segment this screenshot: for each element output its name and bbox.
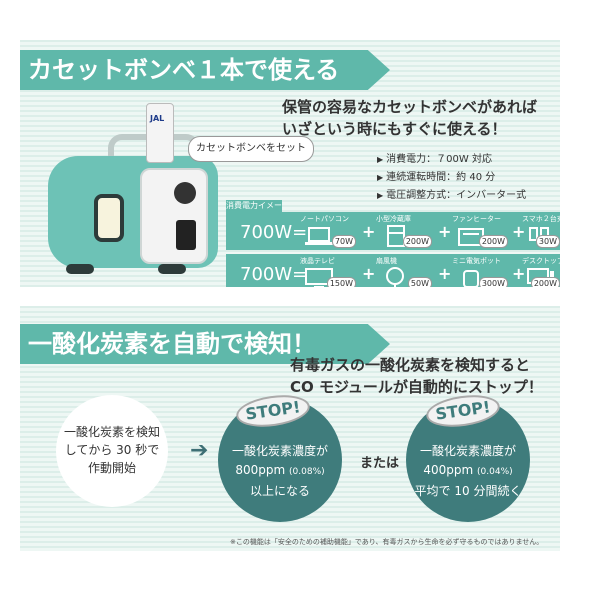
cond1-ppm: 800ppm xyxy=(235,463,286,477)
device-name: 扇風機 xyxy=(376,257,397,265)
fan-icon xyxy=(386,267,404,287)
consumption-row: 700W= ノートパソコン 70W + 小型冷蔵庫 200W + ファンヒーター… xyxy=(226,212,560,250)
row-total: 700W= xyxy=(240,264,308,285)
spec-text: 電圧調整方式：インバーター式 xyxy=(386,190,527,201)
plus-icon: + xyxy=(438,264,452,283)
device-name: スマホ２台充電 xyxy=(522,215,560,223)
footnote: ※この機能は「安全のための補助機能」であり、有毒ガスから生命を必ず守るものではあ… xyxy=(230,538,544,546)
device-name: 液晶テレビ xyxy=(300,257,335,265)
or-text: または xyxy=(360,456,400,471)
triangle-bullet-icon: ▶ xyxy=(377,155,384,164)
cond2-line-2: 400ppm (0.04%) xyxy=(406,461,530,482)
row-total: 700W= xyxy=(240,222,308,243)
start-line-2: してから 30 秒で xyxy=(64,443,160,457)
device-name: 小型冷蔵庫 xyxy=(376,215,411,223)
plus-icon: + xyxy=(512,222,526,241)
kettle-icon xyxy=(463,270,479,287)
cond1-line-1: 一酸化炭素濃度が xyxy=(231,444,328,458)
arrow-right-icon: ➔ xyxy=(190,438,209,463)
plus-icon: + xyxy=(362,222,376,241)
device-fan: 扇風機 50W xyxy=(376,256,432,287)
cond1-line-3: 以上になる xyxy=(249,484,310,498)
spec-item: ▶電圧調整方式：インバーター式 xyxy=(377,186,526,201)
cassette-banner: カセットボンベ１本で使える xyxy=(20,50,390,90)
spec-item: ▶消費電力：７00W 対応 xyxy=(377,150,492,165)
start-line-3: 作動開始 xyxy=(87,461,136,475)
triangle-bullet-icon: ▶ xyxy=(377,191,384,200)
device-watt: 200W xyxy=(478,235,508,248)
device-watt: 150W xyxy=(326,277,356,287)
device-laptop: ノートパソコン 70W xyxy=(300,214,356,250)
plus-icon: + xyxy=(362,264,376,283)
plus-icon: + xyxy=(512,264,526,283)
callout-bubble: カセットボンベをセット xyxy=(188,136,314,162)
device-watt: 200W xyxy=(530,277,560,287)
cond2-line-3: 平均で 10 分間続く xyxy=(414,484,522,498)
cond2-pct: (0.04%) xyxy=(477,467,513,477)
start-line-1: 一酸化炭素を検知 xyxy=(63,425,160,439)
gas-canister: JAL xyxy=(146,103,174,163)
device-name: デスクトップパソコン xyxy=(522,257,560,265)
device-watt: 300W xyxy=(478,277,508,287)
generator-foot xyxy=(66,264,94,274)
device-watt: 200W xyxy=(402,235,432,248)
cond1-pct: (0.08%) xyxy=(289,467,325,477)
device-name: ノートパソコン xyxy=(300,215,349,223)
headline-line-2: いざという時にもすぐに使える！ xyxy=(282,120,507,138)
device-tv: 液晶テレビ 150W xyxy=(300,256,356,287)
headline-line-2: CO モジュールが自動的にストップ！ xyxy=(290,378,543,396)
generator-foot xyxy=(158,264,186,274)
canister-label: JAL xyxy=(150,114,165,123)
cond1-line-2: 800ppm (0.08%) xyxy=(218,461,342,482)
generator-window xyxy=(94,194,124,242)
device-fridge: 小型冷蔵庫 200W xyxy=(376,214,432,250)
headline-line-1: 有毒ガスの一酸化炭素を検知すると xyxy=(290,356,531,374)
start-condition-circle: 一酸化炭素を検知 してから 30 秒で 作動開始 xyxy=(56,395,168,507)
headline-line-1: 保管の容易なカセットボンベがあれば xyxy=(282,98,538,116)
consumption-label: 消費電力イメージ xyxy=(226,200,282,222)
spec-text: 連続運転時間：約 40 分 xyxy=(386,172,496,183)
consumption-row: 700W= 液晶テレビ 150W + 扇風機 50W + ミニ電気ポット 300… xyxy=(226,254,560,287)
device-watt: 50W xyxy=(407,277,432,287)
co-banner: 一酸化炭素を自動で検知！ xyxy=(20,324,390,364)
co-headline: 有毒ガスの一酸化炭素を検知すると CO モジュールが自動的にストップ！ xyxy=(290,354,543,398)
device-watt: 30W xyxy=(535,235,560,248)
device-watt: 70W xyxy=(331,235,356,248)
laptop-icon xyxy=(305,227,333,245)
device-name: ミニ電気ポット xyxy=(452,257,501,265)
spec-text: 消費電力：７00W 対応 xyxy=(386,154,492,165)
cond2-line-1: 一酸化炭素濃度が xyxy=(419,444,516,458)
device-desktop: デスクトップパソコン 200W xyxy=(522,256,560,287)
generator-control-panel xyxy=(140,168,208,264)
cassette-headline: 保管の容易なカセットボンベがあれば いざという時にもすぐに使える！ xyxy=(282,96,537,140)
plus-icon: + xyxy=(438,222,452,241)
triangle-bullet-icon: ▶ xyxy=(377,173,384,182)
device-charger: スマホ２台充電 30W xyxy=(522,214,560,250)
generator-dial xyxy=(174,182,196,204)
device-name: ファンヒーター xyxy=(452,215,501,223)
cond2-ppm: 400ppm xyxy=(423,463,474,477)
cassette-panel: カセットボンベ１本で使える 保管の容易なカセットボンベがあれば いざという時にも… xyxy=(20,40,560,287)
generator-outlet xyxy=(176,220,196,250)
tv-icon xyxy=(305,268,333,287)
co-detection-panel: 一酸化炭素を自動で検知！ 有毒ガスの一酸化炭素を検知すると CO モジュールが自… xyxy=(20,306,560,551)
spec-item: ▶連続運転時間：約 40 分 xyxy=(377,168,495,183)
device-heater: ファンヒーター 200W xyxy=(452,214,508,250)
generator-illustration xyxy=(48,134,218,274)
device-kettle: ミニ電気ポット 300W xyxy=(452,256,508,287)
